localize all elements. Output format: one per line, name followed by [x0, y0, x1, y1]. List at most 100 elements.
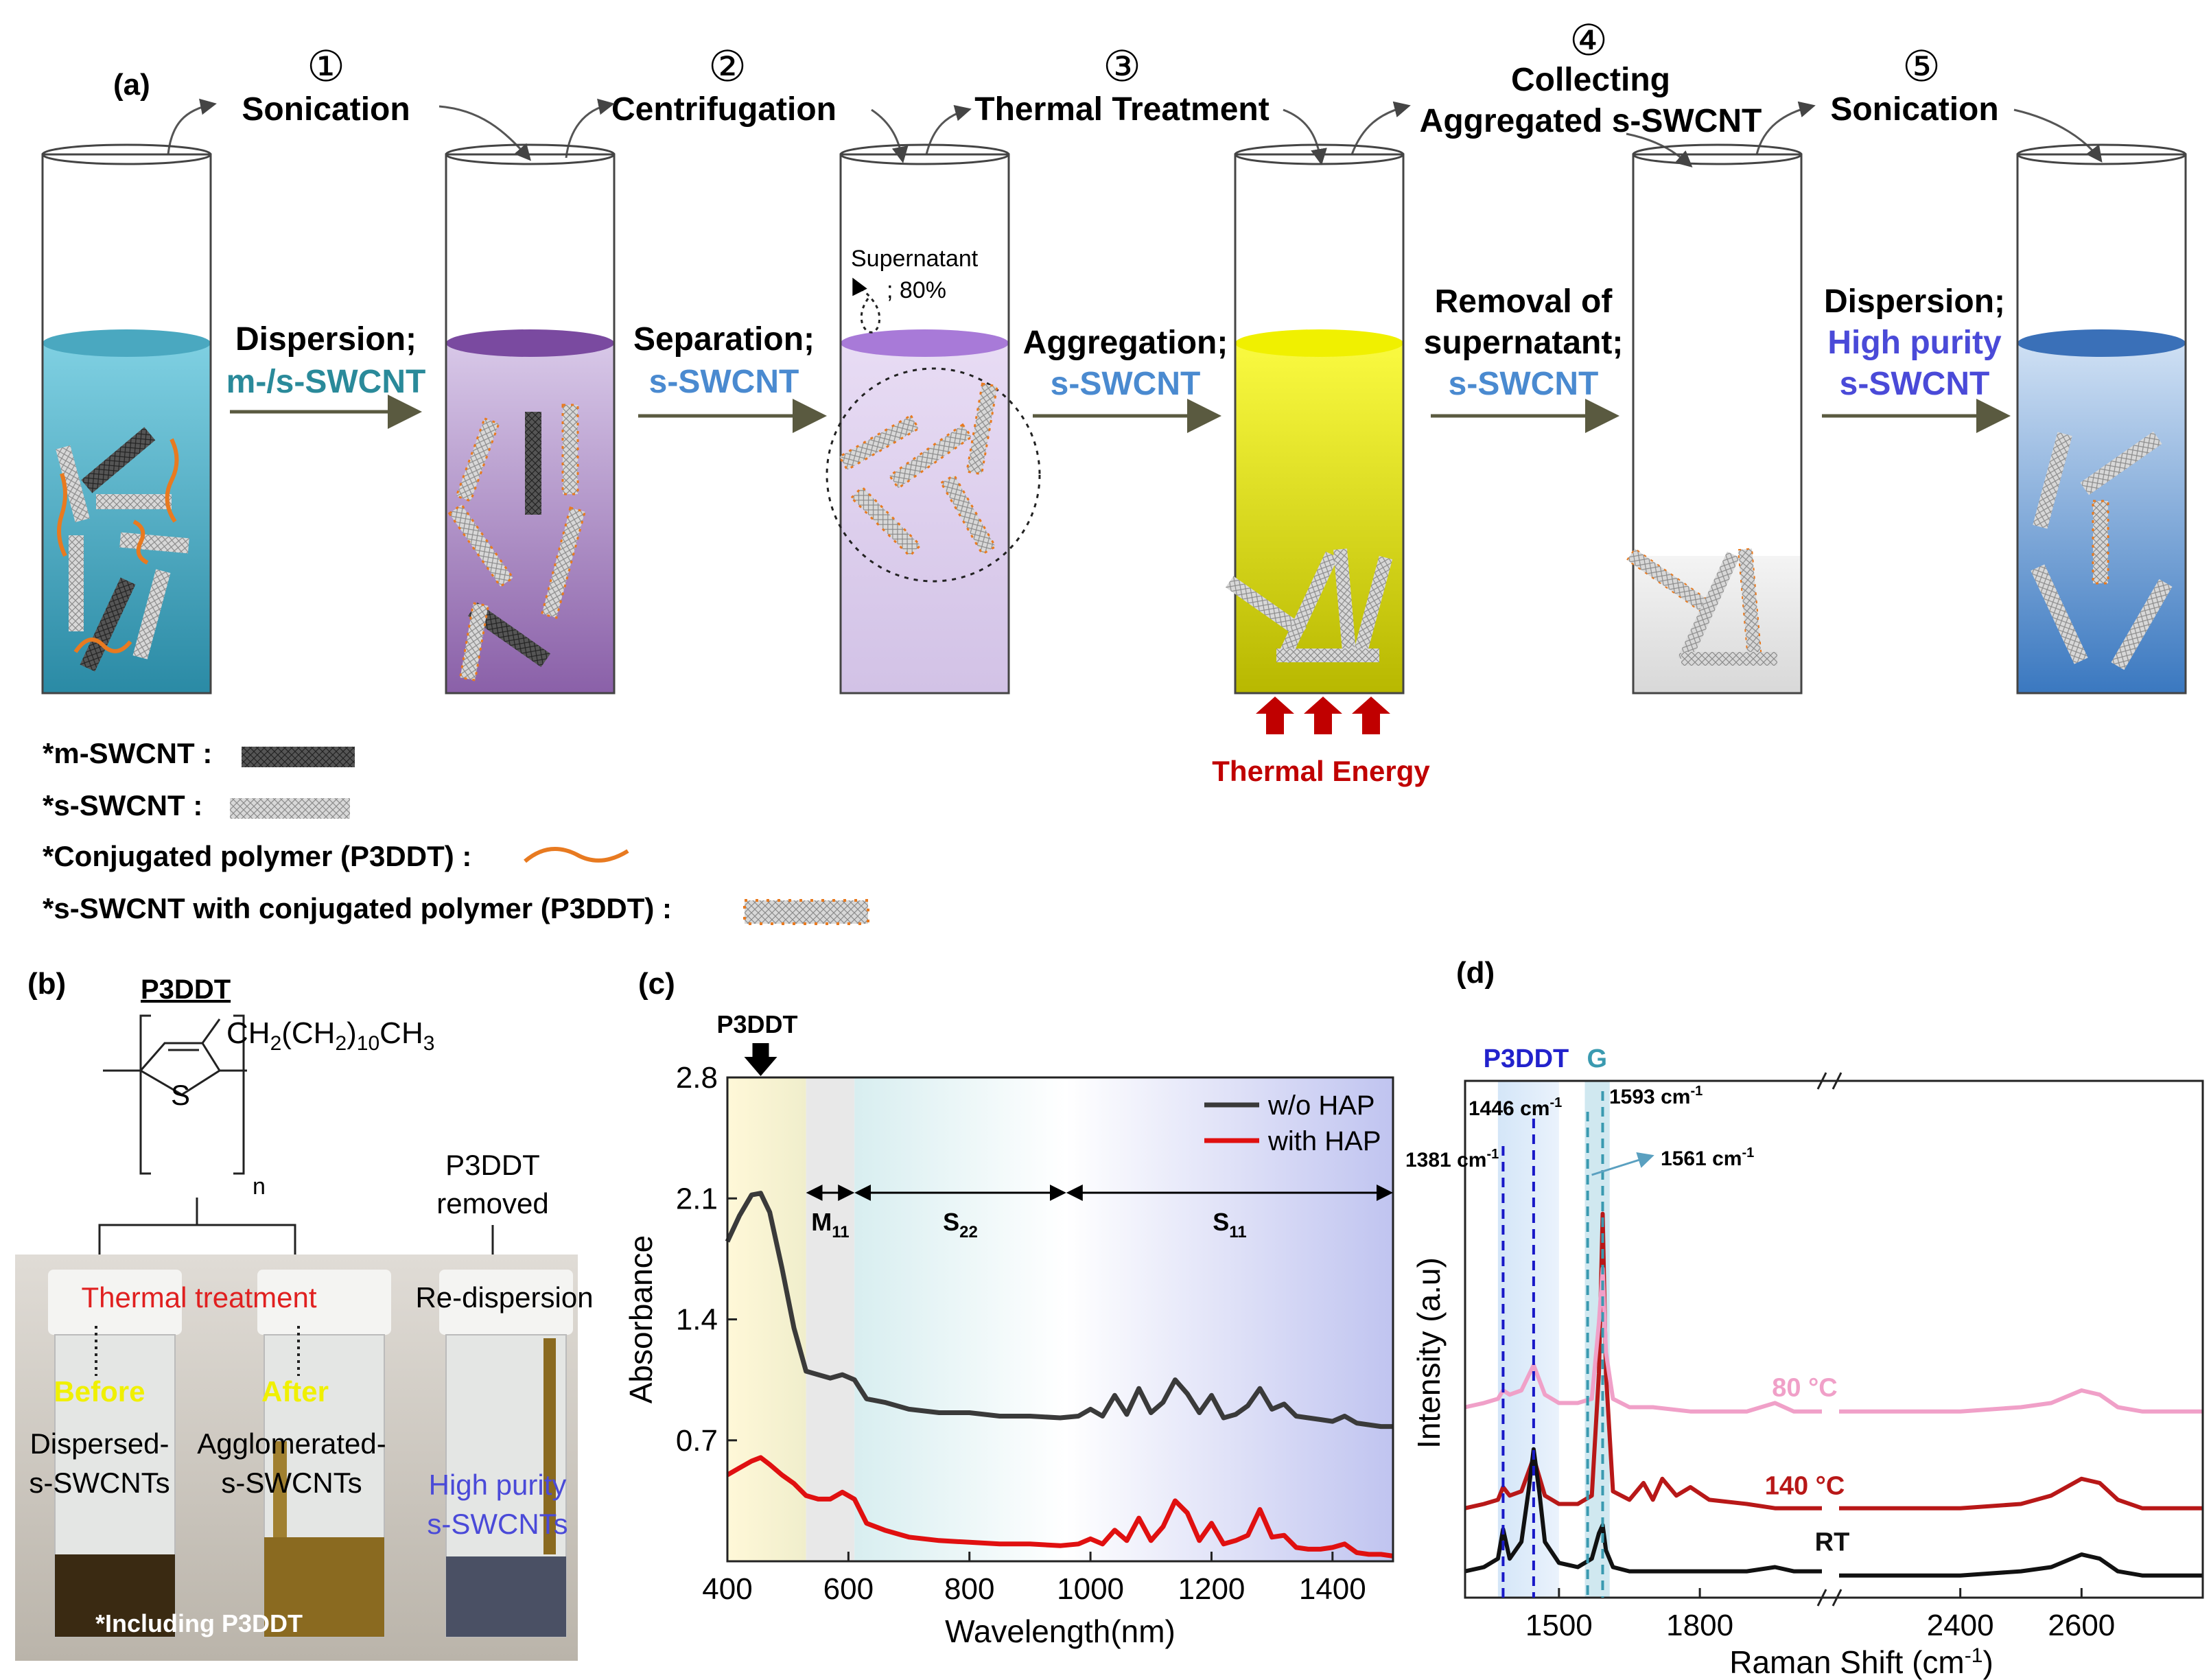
legend-s-swcnt: *s-SWCNT : [43, 789, 202, 821]
band-label-p3ddt: P3DDT [1484, 1045, 1569, 1073]
step-3-number: ③ [1103, 43, 1141, 91]
chart-c-xlabel: Wavelength(nm) [945, 1613, 1175, 1649]
legend-s-swcnt-swatch [230, 798, 350, 819]
chart-d-series-left [1464, 1266, 1822, 1414]
transition-2: Separation; s-SWCNT [633, 321, 827, 433]
thermal-energy: Thermal Energy [1212, 697, 1430, 787]
transition-5-line3: s-SWCNT [1840, 366, 1990, 402]
chart-c-ytick-label: 2.8 [676, 1061, 718, 1095]
transition-2-line1: Separation; [633, 321, 815, 358]
legend-m-swcnt: *m-SWCNT : [43, 737, 212, 769]
including-p3ddt-label: *Including P3DDT [95, 1609, 303, 1637]
chart-c-series-with-hap [726, 1455, 1394, 1559]
panel-label-a: (a) [113, 68, 150, 102]
transition-5-line1: Dispersion; [1824, 283, 2005, 320]
transition-3-line2: s-SWCNT [1051, 366, 1201, 402]
tube-5 [1626, 143, 1803, 695]
before-label: Before [54, 1375, 145, 1408]
panel-label-b: (b) [27, 967, 66, 1001]
transition-2-line2: s-SWCNT [649, 364, 799, 400]
chart-d-peak-label: 1446 cm-1 [1469, 1095, 1562, 1120]
chart-d-ylabel: Intensity (a.u) [1411, 1257, 1447, 1449]
chart-c-annotation-arrow [744, 1043, 777, 1076]
p3ddt-title: P3DDT [141, 975, 231, 1005]
supernatant-label: Supernatant [851, 246, 979, 272]
p3ddt-removed-line2: removed [436, 1187, 548, 1220]
sulfur-atom: S [171, 1079, 190, 1111]
panel-label-c: (c) [638, 967, 675, 1001]
step-3: ③ Thermal Treatment [974, 43, 1269, 128]
repeat-unit: n [253, 1174, 266, 1200]
chart-c-xtick-label: 1000 [1057, 1572, 1124, 1606]
transition-1: Dispersion; m-/s-SWCNT [226, 321, 426, 429]
region-s11 [1066, 1077, 1393, 1561]
chart-d-peak-label: 1593 cm-1 [1609, 1084, 1703, 1108]
chart-c-region-label: S11 [1213, 1208, 1246, 1241]
vial-3-label-line2: s-SWCNTs [427, 1508, 568, 1540]
transition-4-line1: Removal of [1435, 283, 1613, 320]
step-4: ④ Collecting Aggregated s-SWCNT [1420, 17, 1762, 139]
chart-c-xtick-label: 600 [823, 1572, 874, 1606]
redispersion-label: Re-dispersion [415, 1281, 593, 1314]
vial-2-label-line2: s-SWCNTs [221, 1467, 362, 1499]
band-p3ddt [1497, 1081, 1559, 1598]
chart-d-series-left [1464, 1447, 1822, 1574]
chart-c-xtick-label: 1400 [1299, 1572, 1366, 1606]
step-4-label-line2: Aggregated s-SWCNT [1420, 103, 1762, 139]
vial-1-label-line2: s-SWCNTs [29, 1467, 169, 1499]
chart-c-legend: w/o HAP with HAP [1204, 1090, 1381, 1156]
chart-c-region-label: M11 [811, 1208, 849, 1241]
tube-6 [2016, 143, 2187, 695]
chart-c-ytick-label: 2.1 [676, 1182, 718, 1215]
thermal-energy-label: Thermal Energy [1212, 755, 1430, 787]
chart-c-region-label: S22 [943, 1208, 978, 1241]
tube-3: Supernatant ; 80% [826, 143, 1041, 695]
chart-d-xtick-label: 2600 [2048, 1609, 2115, 1642]
transition-3-line1: Aggregation; [1023, 325, 1228, 361]
step-1-number: ① [307, 43, 345, 91]
step-5: ⑤ Sonication [1830, 43, 1998, 128]
transition-5-line2: High purity [1827, 325, 2002, 361]
chart-d-peak-label: 1561 cm-1 [1661, 1145, 1754, 1170]
tube-4 [1226, 143, 1405, 695]
thermal-treatment-label: Thermal treatment [81, 1281, 316, 1314]
chart-c-ytick-label: 0.7 [676, 1424, 718, 1458]
region-s22 [854, 1077, 1066, 1561]
chart-d-series-label: 140 °C [1765, 1472, 1845, 1501]
side-chain-formula: CH2(CH2)10CH3 [226, 1016, 434, 1055]
chart-d-series-right [1839, 1476, 2203, 1510]
transition-5: Dispersion; High purity s-SWCNT [1822, 283, 2011, 433]
chart-c-xtick-label: 1200 [1178, 1572, 1245, 1606]
transition-1-line1: Dispersion; [235, 321, 417, 358]
chart-d-series-right [1839, 1552, 2203, 1578]
chart-d-peak-label: 1381 cm-1 [1405, 1147, 1499, 1171]
after-label: After [261, 1375, 329, 1408]
transition-1-line2: m-/s-SWCNT [226, 364, 426, 400]
tube-2 [445, 143, 616, 695]
step-5-number: ⑤ [1902, 43, 1941, 91]
legend-wrapped-swatch [743, 899, 869, 925]
legend-wrapped: *s-SWCNT with conjugated polymer (P3DDT)… [43, 892, 672, 924]
step-5-label: Sonication [1830, 91, 1998, 128]
chart-d-series-label: RT [1815, 1528, 1850, 1557]
legend-m-swcnt-swatch [242, 747, 355, 767]
supernatant-percent: ; 80% [887, 277, 946, 303]
chart-d-series-right [1839, 1388, 2203, 1414]
transition-4-line3: s-SWCNT [1449, 366, 1599, 402]
step-4-label-line1: Collecting [1511, 62, 1670, 98]
step-3-label: Thermal Treatment [974, 91, 1269, 128]
chart-d-xtick-label: 2400 [1927, 1609, 1994, 1642]
chart-d-frame [1464, 1080, 2204, 1599]
band-label-g: G [1587, 1045, 1607, 1073]
legend-panel-a: *m-SWCNT : *s-SWCNT : *Conjugated polyme… [43, 737, 869, 925]
chart-c-legend-label: w/o HAP [1267, 1090, 1375, 1121]
chart-d-xlabel: Raman Shift (cm-1) [1729, 1644, 1993, 1680]
chart-c-annotation: P3DDT [716, 1010, 797, 1038]
vial-photo: Thermal treatment Re-dispersion Before A… [15, 1255, 594, 1661]
transition-3: Aggregation; s-SWCNT [1023, 325, 1228, 433]
transition-4: Removal of supernatant; s-SWCNT [1424, 283, 1623, 433]
step-2-number: ② [708, 43, 747, 91]
chart-c-legend-label: with HAP [1267, 1126, 1381, 1156]
